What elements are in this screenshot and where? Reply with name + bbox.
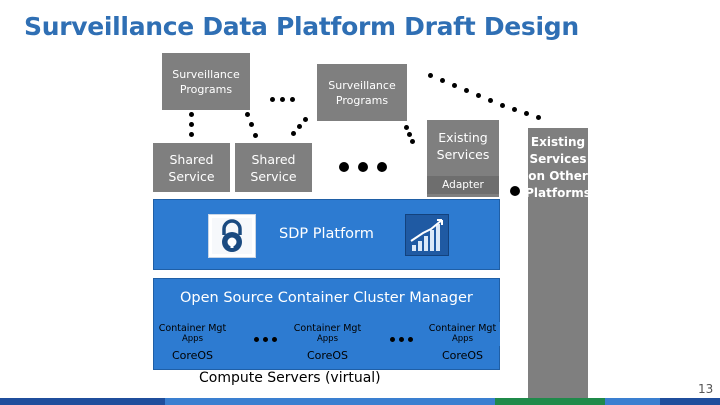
shared-service-box-2: Shared Service bbox=[235, 143, 312, 192]
sdp-platform-box: SDP Platform bbox=[153, 199, 500, 270]
surveillance-programs-label-2: Surveillance Programs bbox=[328, 78, 396, 107]
shared-service-label-2: Shared Service bbox=[250, 151, 297, 184]
footer-segment-4 bbox=[605, 398, 660, 405]
existing-services-other-platforms-box: Existing Services on Other Platforms bbox=[525, 128, 591, 400]
surveillance-programs-box-1: Surveillance Programs bbox=[162, 53, 250, 110]
existing-services-label: Existing Services bbox=[436, 130, 490, 162]
node-1-mgt: Container Mgt Apps bbox=[155, 322, 230, 346]
adapter-label: Adapter bbox=[442, 179, 484, 191]
node-3-os: CoreOS bbox=[425, 347, 500, 364]
sdp-platform-label: SDP Platform bbox=[279, 226, 374, 242]
footer-segment-5 bbox=[660, 398, 720, 405]
node-2: Container Mgt Apps CoreOS bbox=[290, 322, 365, 364]
footer-segment-1 bbox=[0, 398, 165, 405]
node-3: Container Mgt Apps CoreOS bbox=[425, 322, 500, 364]
bar-chart-icon bbox=[405, 214, 449, 256]
node-1-os: CoreOS bbox=[155, 347, 230, 364]
node-3-mgt-label: Container Mgt bbox=[428, 323, 497, 334]
node-1-mgt-label: Container Mgt bbox=[158, 323, 227, 334]
node-1-os-label: CoreOS bbox=[171, 349, 214, 362]
surveillance-programs-box-2: Surveillance Programs bbox=[317, 64, 407, 121]
adapter-connector-dot bbox=[510, 186, 520, 196]
compute-servers-label: Compute Servers (virtual) bbox=[199, 370, 381, 386]
footer-color-bar bbox=[0, 398, 720, 405]
node-2-apps-label: Apps bbox=[316, 334, 339, 344]
node-1-apps-label: Apps bbox=[181, 334, 204, 344]
node-3-apps-label: Apps bbox=[451, 334, 474, 344]
node-3-mgt: Container Mgt Apps bbox=[425, 322, 500, 346]
node-2-os-label: CoreOS bbox=[306, 349, 349, 362]
surveillance-programs-label-1: Surveillance Programs bbox=[172, 67, 240, 96]
node-2-mgt-label: Container Mgt bbox=[293, 323, 362, 334]
footer-segment-3 bbox=[495, 398, 605, 405]
footer-segment-2 bbox=[165, 398, 495, 405]
cluster-manager-label: Open Source Container Cluster Manager bbox=[180, 290, 473, 306]
page-title: Surveillance Data Platform Draft Design bbox=[24, 12, 579, 41]
shared-service-box-1: Shared Service bbox=[153, 143, 230, 192]
node-2-os: CoreOS bbox=[290, 347, 365, 364]
existing-services-box: Existing Services Adapter bbox=[427, 120, 499, 197]
page-number: 13 bbox=[698, 382, 714, 396]
node-3-os-label: CoreOS bbox=[441, 349, 484, 362]
existing-services-other-label: Existing Services on Other Platforms bbox=[525, 135, 591, 200]
shared-service-label-1: Shared Service bbox=[168, 151, 215, 184]
adapter-box: Adapter bbox=[427, 176, 499, 194]
node-1: Container Mgt Apps CoreOS bbox=[155, 322, 230, 364]
padlock-icon bbox=[208, 214, 256, 258]
node-2-mgt: Container Mgt Apps bbox=[290, 322, 365, 346]
